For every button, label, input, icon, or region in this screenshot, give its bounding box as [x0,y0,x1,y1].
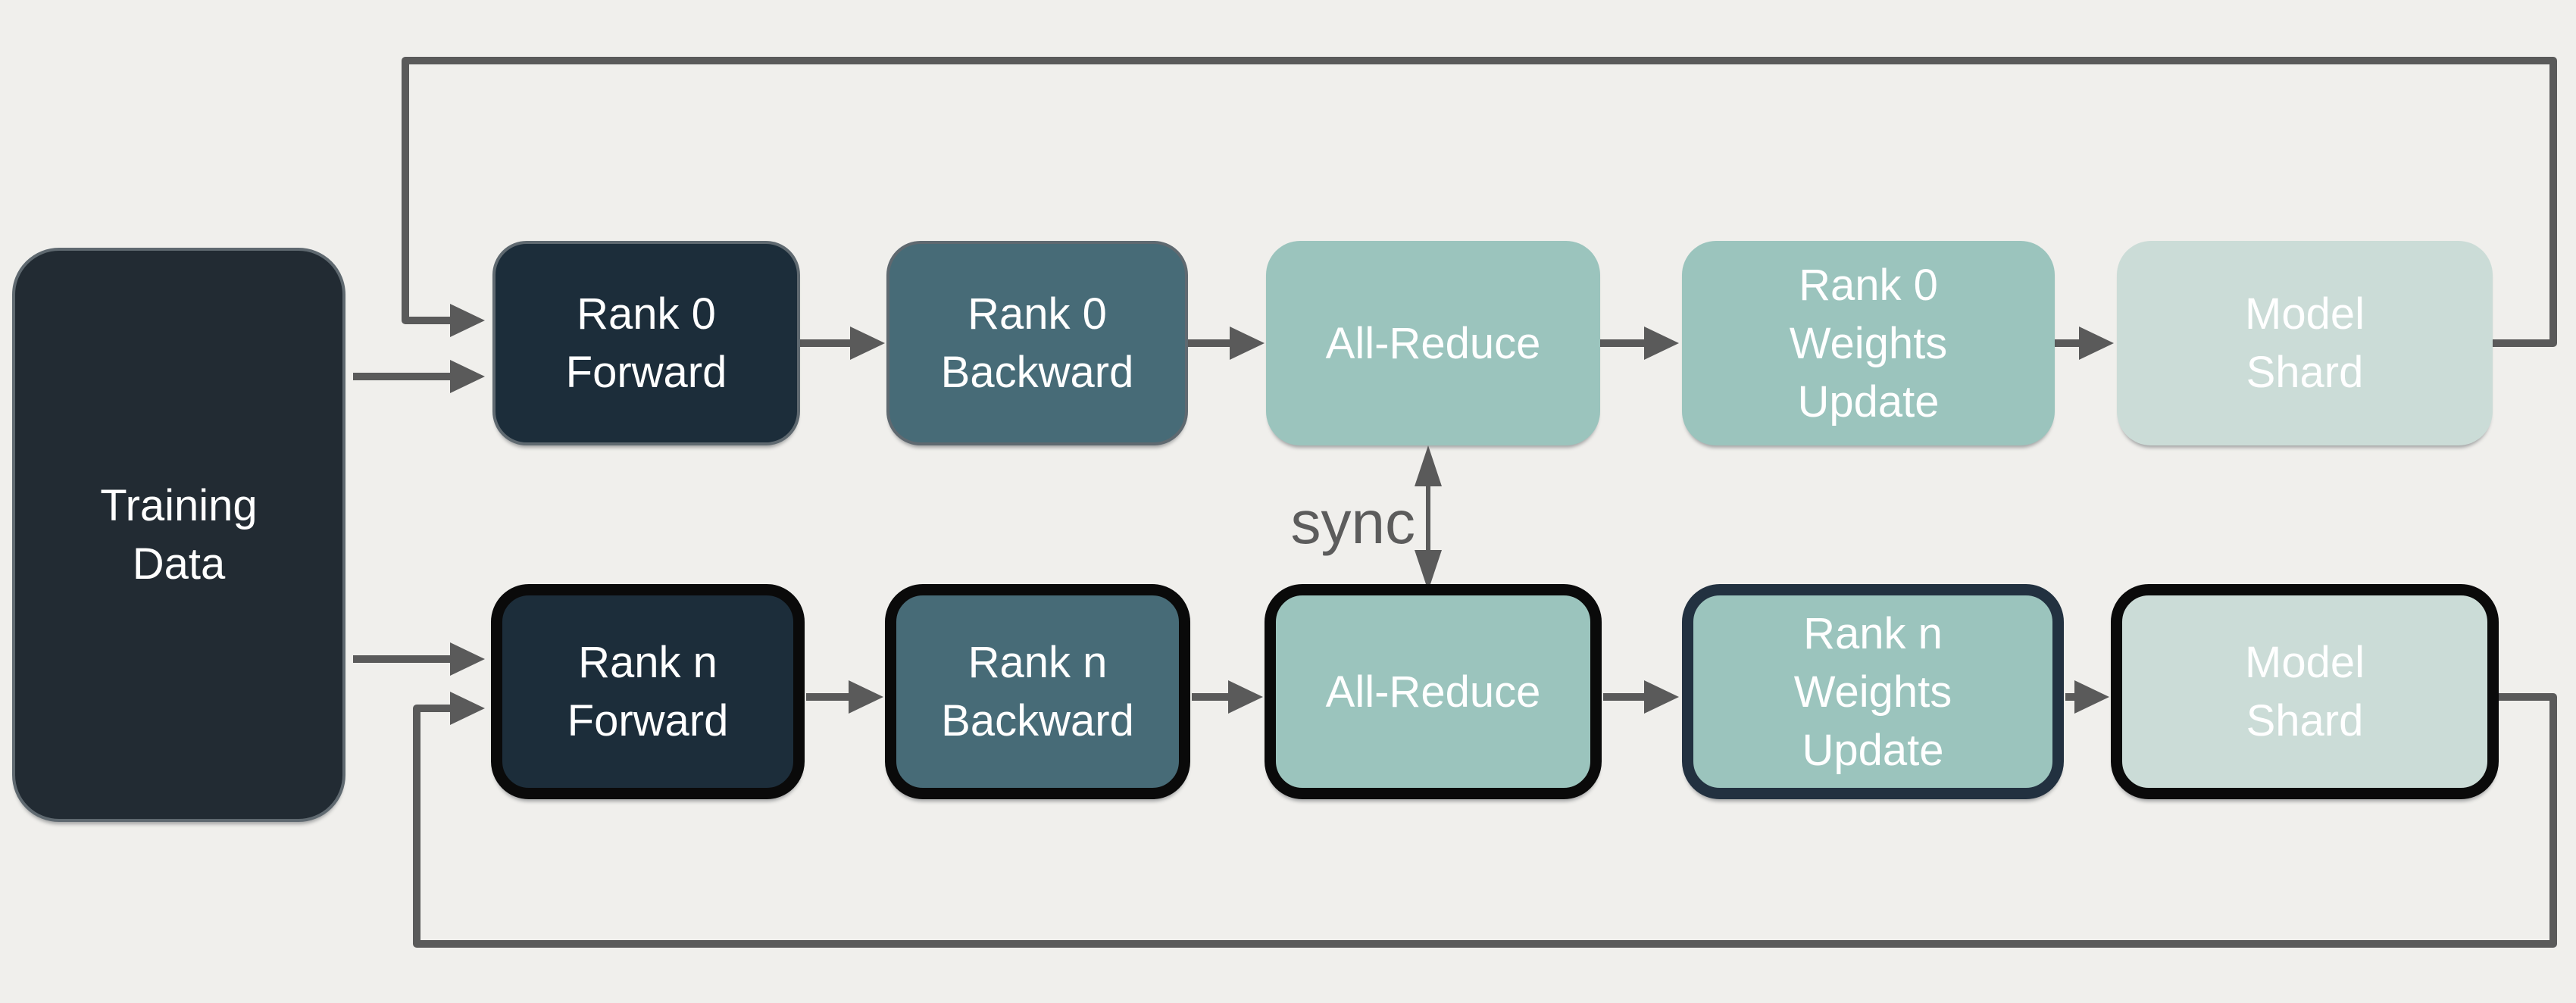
loop-top-line [402,57,2557,347]
arrow-r0-allreduce-weights-head [1644,327,1679,360]
loop-top-arrowhead [450,304,485,337]
arrow-r0-forward-backward-head [850,327,885,360]
arrow-training-to-rank0-head [450,360,485,393]
box-rank0-allreduce: All-Reduce [1266,241,1600,445]
box-rankn-allreduce: All-Reduce [1265,584,1602,799]
sync-arrowhead-down [1415,550,1442,591]
sync-label: sync [1290,489,1416,556]
box-rank0-forward: Rank 0 Forward [492,241,800,445]
box-rankn-weights-update: Rank n Weights Update [1682,584,2064,799]
box-rank0-weights-update: Rank 0 Weights Update [1682,241,2055,445]
sync-arrowhead-up [1415,445,1442,486]
arrow-rn-allreduce-weights-head [1644,680,1679,714]
arrow-training-to-rankn-head [450,642,485,676]
box-rankn-model-shard: Model Shard [2111,584,2499,799]
box-training-data: Training Data [12,248,345,822]
arrow-rn-weights-shard-head [2074,680,2109,714]
loop-bottom-line [413,693,2557,948]
box-rankn-forward: Rank n Forward [491,584,805,799]
box-rank0-backward: Rank 0 Backward [886,241,1188,445]
box-rank0-model-shard: Model Shard [2117,241,2493,445]
box-rankn-backward: Rank n Backward [885,584,1190,799]
arrow-r0-backward-allreduce-head [1230,327,1265,360]
arrow-rn-forward-backward-head [849,680,883,714]
arrow-rn-backward-allreduce-head [1228,680,1263,714]
arrow-r0-weights-shard-head [2079,327,2114,360]
loop-bottom-arrowhead [450,692,485,725]
